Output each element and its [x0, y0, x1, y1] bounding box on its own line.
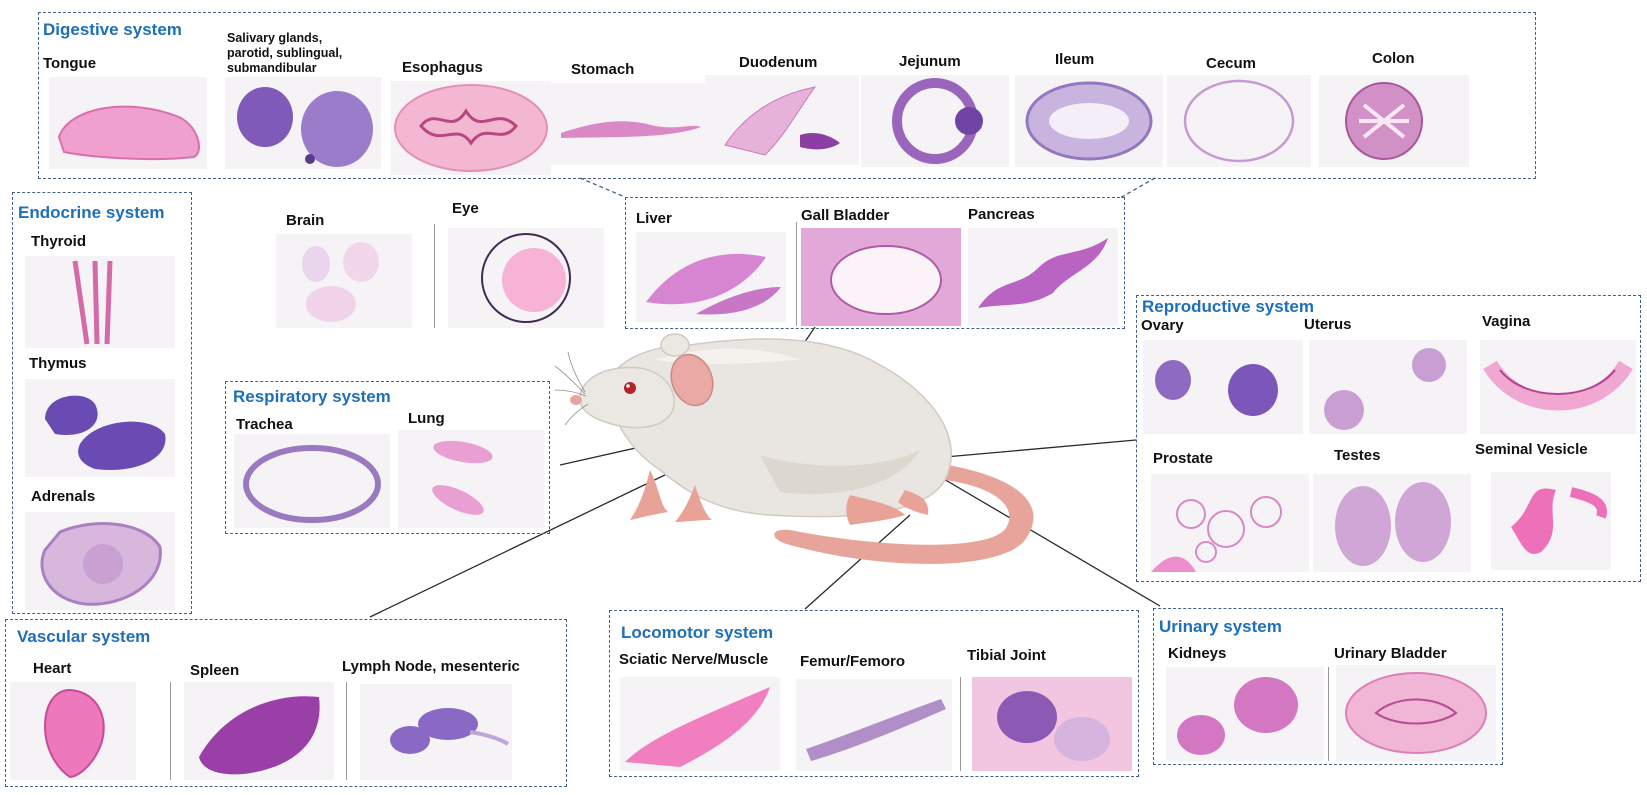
separator — [796, 222, 797, 326]
image-sciatic-nerve-muscle — [620, 677, 780, 771]
digestive-system-panel: Digestive system Tongue Salivary glands,… — [38, 12, 1536, 179]
label-sciatic-nerve-muscle: Sciatic Nerve/Muscle — [619, 651, 769, 668]
label-ovary: Ovary — [1141, 317, 1184, 334]
image-heart — [10, 682, 136, 780]
connector-locomotor — [804, 514, 911, 610]
label-colon: Colon — [1372, 50, 1415, 67]
image-pancreas — [968, 228, 1118, 326]
label-brain: Brain — [286, 212, 325, 229]
image-thymus — [25, 379, 175, 477]
reproductive-system-title: Reproductive system — [1142, 297, 1314, 316]
label-adrenals: Adrenals — [31, 488, 96, 505]
connector-digestive-left — [579, 177, 626, 198]
image-stomach — [551, 83, 705, 165]
image-adrenals — [25, 512, 175, 610]
image-testes — [1313, 474, 1471, 572]
label-salivary-glands: Salivary glands, parotid, sublingual, su… — [227, 31, 343, 75]
label-stomach: Stomach — [571, 61, 635, 78]
image-spleen — [184, 682, 334, 780]
separator — [346, 682, 347, 780]
label-duodenum: Duodenum — [739, 54, 818, 71]
separator — [170, 682, 171, 780]
image-vagina — [1480, 340, 1636, 434]
image-kidneys — [1166, 667, 1324, 761]
respiratory-system-title: Respiratory system — [233, 387, 391, 406]
image-tongue — [49, 77, 207, 169]
reproductive-system-panel: Reproductive system Ovary Uterus Vagina … — [1136, 295, 1641, 582]
image-thyroid — [25, 256, 175, 348]
image-lung — [398, 430, 544, 528]
label-femur-femoro: Femur/Femoro — [800, 653, 906, 670]
label-thymus: Thymus — [29, 355, 87, 372]
digestive-system-title: Digestive system — [43, 20, 182, 39]
label-vagina: Vagina — [1482, 313, 1531, 330]
label-lymph-node: Lymph Node, mesenteric — [342, 658, 520, 675]
urinary-system-title: Urinary system — [1159, 617, 1282, 636]
label-cecum: Cecum — [1206, 55, 1257, 72]
label-uterus: Uterus — [1304, 316, 1352, 333]
image-ileum — [1015, 75, 1163, 167]
image-colon — [1319, 75, 1469, 167]
image-prostate — [1151, 474, 1309, 572]
respiratory-system-panel: Respiratory system Trachea Lung — [225, 381, 550, 534]
image-trachea — [234, 434, 390, 528]
image-eye — [448, 228, 604, 328]
nervous-panel: Brain Eye — [268, 200, 612, 332]
urinary-system-panel: Urinary system Kidneys Urinary Bladder — [1153, 608, 1503, 765]
label-liver: Liver — [636, 210, 672, 227]
label-thyroid: Thyroid — [31, 233, 86, 250]
label-eye: Eye — [452, 200, 479, 217]
endocrine-system-title: Endocrine system — [18, 203, 165, 222]
label-heart: Heart — [33, 660, 72, 677]
connector-urinary — [919, 464, 1161, 607]
label-tongue: Tongue — [43, 55, 97, 72]
image-tibial-joint — [972, 677, 1132, 771]
locomotor-system-panel: Locomotor system Sciatic Nerve/Muscle Fe… — [609, 610, 1139, 777]
image-brain — [276, 234, 412, 328]
label-tibial-joint: Tibial Joint — [967, 647, 1046, 664]
image-uterus — [1309, 340, 1467, 434]
image-cecum — [1167, 75, 1311, 167]
label-gall-bladder: Gall Bladder — [801, 207, 890, 224]
connector-reproductive — [944, 439, 1137, 458]
label-esophagus: Esophagus — [402, 59, 483, 76]
image-ovary — [1143, 340, 1303, 434]
image-femur-femoro — [796, 679, 952, 771]
label-pancreas: Pancreas — [968, 206, 1035, 223]
image-salivary-glands — [225, 77, 381, 169]
label-prostate: Prostate — [1153, 450, 1214, 467]
label-lung: Lung — [408, 410, 445, 427]
vascular-system-panel: Vascular system Heart Spleen Lymph Node,… — [5, 619, 567, 787]
label-testes: Testes — [1334, 447, 1381, 464]
separator — [434, 224, 435, 328]
label-trachea: Trachea — [236, 416, 293, 433]
separator — [960, 677, 961, 771]
label-jejunum: Jejunum — [899, 53, 961, 70]
image-lymph-node — [360, 684, 512, 780]
image-seminal-vesicle — [1491, 472, 1611, 570]
locomotor-system-title: Locomotor system — [621, 623, 774, 642]
separator — [1328, 667, 1329, 761]
image-liver — [636, 232, 786, 322]
image-jejunum — [861, 75, 1009, 167]
endocrine-system-panel: Endocrine system Thyroid Thymus Adrenals — [12, 192, 192, 614]
image-urinary-bladder — [1336, 665, 1496, 761]
image-gall-bladder — [801, 228, 961, 326]
label-spleen: Spleen — [190, 662, 240, 679]
hepatic-panel: Liver Gall Bladder Pancreas — [625, 197, 1125, 329]
label-kidneys: Kidneys — [1168, 645, 1227, 662]
image-esophagus — [391, 81, 551, 175]
vascular-system-title: Vascular system — [17, 627, 151, 646]
label-ileum: Ileum — [1055, 51, 1095, 68]
label-seminal-vesicle: Seminal Vesicle — [1475, 441, 1588, 458]
label-urinary-bladder: Urinary Bladder — [1334, 645, 1447, 662]
image-duodenum — [705, 75, 859, 165]
